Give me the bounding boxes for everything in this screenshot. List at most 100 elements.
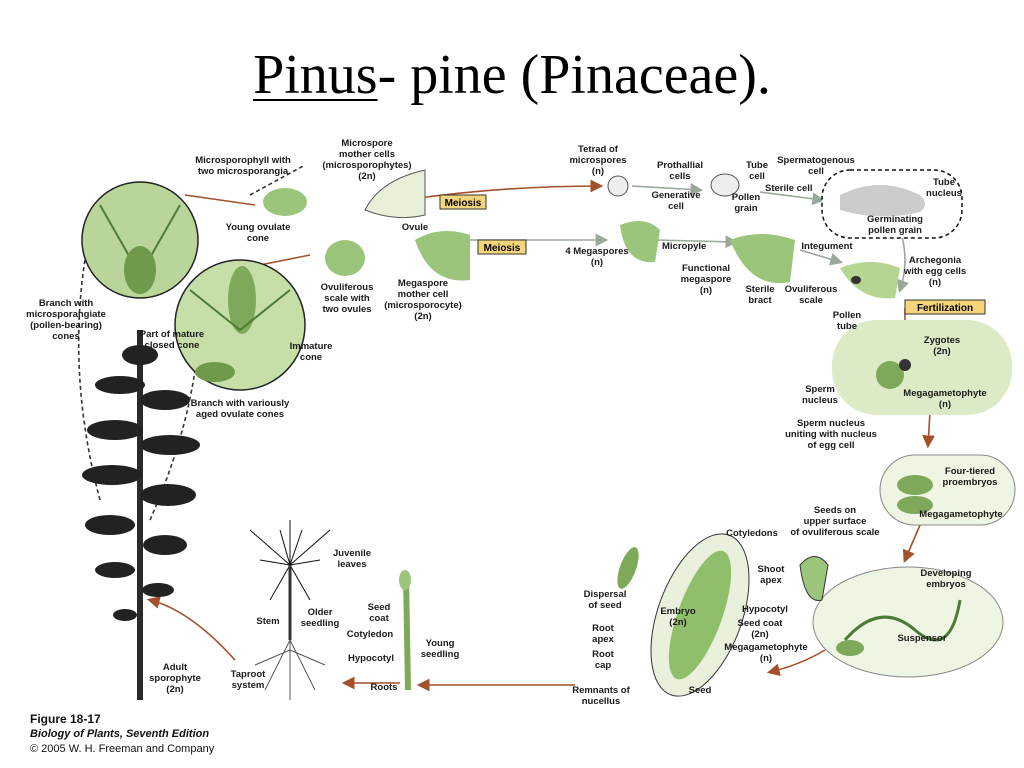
meiosis-label-2: Meiosis <box>484 243 521 254</box>
label-line: Young <box>426 638 455 649</box>
label-line: Megagametophyte <box>903 388 986 399</box>
label-suspensor: Suspensor <box>897 633 946 644</box>
label-line: Megagametophyte <box>724 642 807 653</box>
label-line: Branch with variously <box>191 398 290 409</box>
label-line: Ovuliferous <box>785 284 838 295</box>
label-line: cell <box>668 201 684 212</box>
label-seed: Seed <box>689 685 712 696</box>
meiosis-box-1: Meiosis <box>439 194 487 210</box>
young-seedling-shape <box>399 570 411 691</box>
label-line: Adult <box>163 662 188 673</box>
label-line: Microsporophyll with <box>195 155 291 166</box>
label-line: cell <box>808 166 824 177</box>
label-megagametophyte-seed: Megagametophyte(n) <box>724 642 807 664</box>
label-line: of seed <box>588 600 621 611</box>
label-line: leaves <box>337 559 366 570</box>
label-line: microspores <box>569 155 626 166</box>
label-cotyledons: Cotyledons <box>726 528 778 539</box>
label-line: aged ovulate cones <box>196 409 284 420</box>
label-line: Four-tiered <box>945 466 995 477</box>
label-hypocotyl: Hypocotyl <box>742 604 788 615</box>
label-line: Tube <box>933 177 955 188</box>
label-line: Sterile cell <box>765 183 813 194</box>
label-line: (n) <box>591 257 603 268</box>
label-hypocotyl2: Hypocotyl <box>348 653 394 664</box>
label-line: cone <box>300 352 322 363</box>
label-line: Megagametophyte <box>919 509 1002 520</box>
label-line: Seeds on <box>814 505 856 516</box>
label-line: Germinating <box>867 214 923 225</box>
label-line: apex <box>592 634 614 645</box>
label-line: Tetrad of <box>578 144 619 155</box>
label-line: (n) <box>700 285 712 296</box>
label-line: mother cell <box>398 289 449 300</box>
label-embryo: Embryo(2n) <box>660 606 696 628</box>
young-ovulate-cone-shape <box>325 240 365 276</box>
label-cotyledon: Cotyledon <box>347 629 394 640</box>
tetrad-shape <box>607 175 629 197</box>
label-line: (2n) <box>933 346 950 357</box>
label-line: seedling <box>301 618 340 629</box>
label-line: system <box>232 680 265 691</box>
label-line: Prothallial <box>657 160 703 171</box>
microsporophyll-shape <box>263 188 307 216</box>
label-line: Generative <box>651 190 700 201</box>
developing-embryos-view <box>812 566 1004 678</box>
label-line: embryos <box>926 579 966 590</box>
label-zygotes: Zygotes(2n) <box>924 335 960 357</box>
label-line: (microsporophytes) <box>322 160 411 171</box>
label-line: Sperm <box>805 384 835 395</box>
label-line: proembryos <box>943 477 998 488</box>
label-four-megaspores: 4 Megaspores(n) <box>565 246 628 268</box>
label-line: upper surface <box>804 516 867 527</box>
dispersed-seed-shape <box>617 547 639 589</box>
label-line: cell <box>749 171 765 182</box>
label-megagametophyte-n: Megagametophyte(n) <box>903 388 986 410</box>
label-line: Cotyledon <box>347 629 394 640</box>
label-line: (2n) <box>751 629 768 640</box>
adult-pine-tree <box>82 330 200 700</box>
fertilization-view <box>832 320 1012 415</box>
label-line: uniting with nucleus <box>785 429 877 440</box>
page-title: Pinus- pine (Pinaceae). <box>0 40 1024 110</box>
label-line: Taproot <box>231 669 266 680</box>
label-line: two microsporangia <box>198 166 289 177</box>
label-ovule: Ovule <box>402 222 428 233</box>
label-line: cells <box>669 171 690 182</box>
label-integument: Integument <box>801 241 853 252</box>
label-line: Tube <box>746 160 768 171</box>
label-line: Stem <box>256 616 279 627</box>
label-line: Pollen <box>732 192 761 203</box>
label-line: of egg cell <box>808 440 855 451</box>
label-line: Suspensor <box>897 633 946 644</box>
label-line: closed cone <box>145 340 200 351</box>
label-line: tube <box>837 321 857 332</box>
label-line: Developing <box>920 568 971 579</box>
label-line: grain <box>734 203 757 214</box>
label-line: nucleus <box>926 188 962 199</box>
label-line: Branch with <box>39 298 94 309</box>
label-line: Sterile <box>745 284 774 295</box>
